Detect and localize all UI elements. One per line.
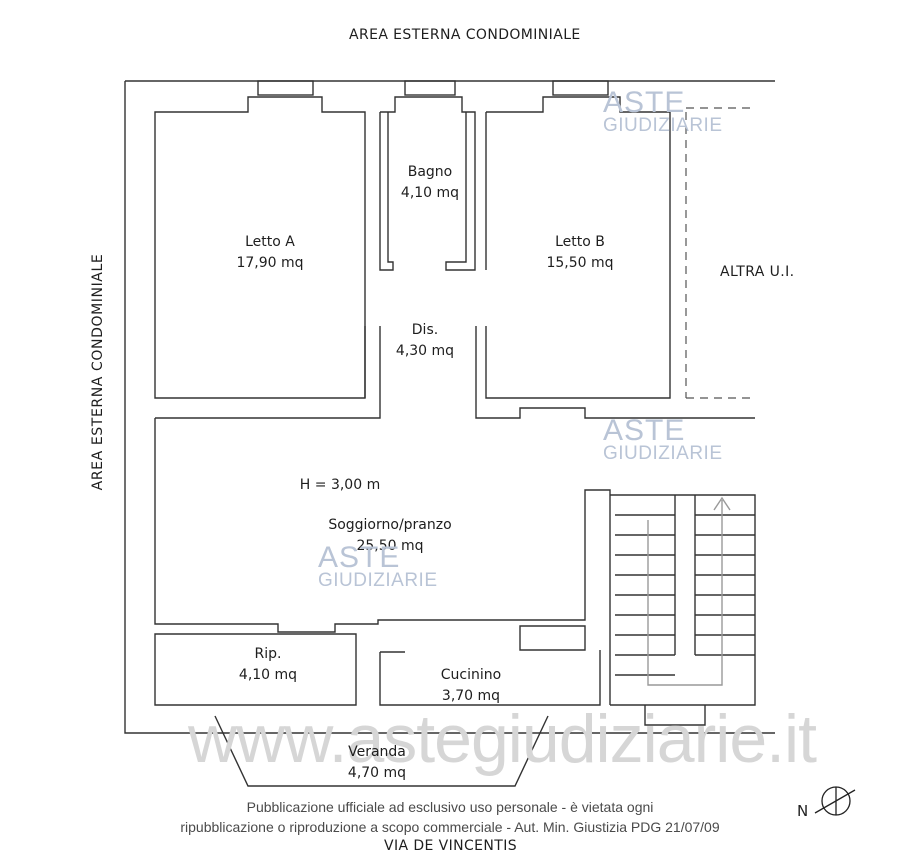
- label-street: VIA DE VINCENTIS: [384, 838, 518, 854]
- notice-line-2: ripubblicazione o riproduzione a scopo c…: [180, 819, 720, 835]
- room-veranda: Veranda 4,70 mq: [348, 742, 406, 784]
- watermark-brand-bottom: GIUDIZIARIE: [603, 115, 723, 136]
- watermark-brand-bottom: GIUDIZIARIE: [318, 570, 438, 591]
- room-letto-a: Letto A 17,90 mq: [236, 232, 303, 274]
- watermark-brand-top: ASTE: [603, 86, 686, 119]
- room-letto-b: Letto B 15,50 mq: [546, 232, 613, 274]
- room-name: Rip.: [254, 646, 282, 662]
- room-name: Letto B: [555, 234, 605, 250]
- room-name: Cucinino: [440, 667, 502, 683]
- watermark-brand-top: ASTE: [318, 541, 401, 574]
- wall-cucinino: [379, 650, 601, 706]
- room-name: Bagno: [407, 164, 453, 180]
- watermark-logo: ASTE GIUDIZIARIE: [318, 541, 438, 591]
- watermark-logo: ASTE GIUDIZIARIE: [603, 86, 723, 136]
- wall-ripostiglio: [154, 633, 357, 706]
- label-top-exterior: AREA ESTERNA CONDOMINIALE: [349, 27, 581, 43]
- watermark-logo: ASTE GIUDIZIARIE: [603, 414, 723, 464]
- room-ripostiglio: Rip. 4,10 mq: [239, 644, 297, 686]
- window: [257, 80, 314, 96]
- stair-landing: [644, 705, 706, 726]
- wall-veranda: [214, 715, 549, 787]
- room-area: 17,90 mq: [236, 255, 304, 271]
- stair-steps: [615, 495, 755, 676]
- room-disimpegno: Dis. 4,30 mq: [396, 320, 454, 362]
- watermark-site: www.astegiudiziarie.it: [188, 701, 817, 777]
- wall-bagno: [379, 96, 476, 271]
- north-arrow-icon: [814, 786, 856, 816]
- room-cucinino: Cucinino 3,70 mq: [441, 665, 501, 707]
- room-area: 4,10 mq: [400, 185, 460, 201]
- stair-direction: [647, 496, 731, 686]
- stair-well: [610, 494, 756, 706]
- watermark-brand-bottom: GIUDIZIARIE: [603, 443, 723, 464]
- wall-letto-a: [154, 96, 366, 399]
- room-bagno: Bagno 4,10 mq: [401, 162, 459, 204]
- watermark-brand-top: ASTE: [603, 414, 686, 447]
- boundary-dashed: [685, 107, 755, 399]
- room-area: 15,50 mq: [546, 255, 614, 271]
- room-area: 4,70 mq: [347, 765, 407, 781]
- room-area: 4,10 mq: [238, 667, 298, 683]
- room-name: Veranda: [348, 744, 406, 760]
- room-name: Soggiorno/pranzo: [328, 517, 452, 533]
- room-area: 3,70 mq: [441, 688, 501, 704]
- label-left-exterior: AREA ESTERNA CONDOMINIALE: [90, 253, 106, 491]
- wall-soggiorno: [154, 418, 611, 705]
- room-name: Letto A: [245, 234, 295, 250]
- north-label: N: [797, 802, 809, 820]
- room-name: Dis.: [411, 322, 439, 338]
- label-right-unit: ALTRA U.I.: [720, 264, 795, 280]
- room-area: 4,30 mq: [395, 343, 455, 359]
- height-note: H = 3,00 m: [299, 477, 381, 493]
- wall-disimpegno: [155, 326, 755, 419]
- room-area: 25,50 mq: [356, 538, 424, 554]
- room-soggiorno: Soggiorno/pranzo 25,50 mq: [328, 515, 451, 557]
- notice-line-1: Pubblicazione ufficiale ad esclusivo uso…: [246, 799, 654, 815]
- wall-letto-b: [485, 96, 671, 399]
- window: [552, 80, 609, 96]
- window: [404, 80, 456, 96]
